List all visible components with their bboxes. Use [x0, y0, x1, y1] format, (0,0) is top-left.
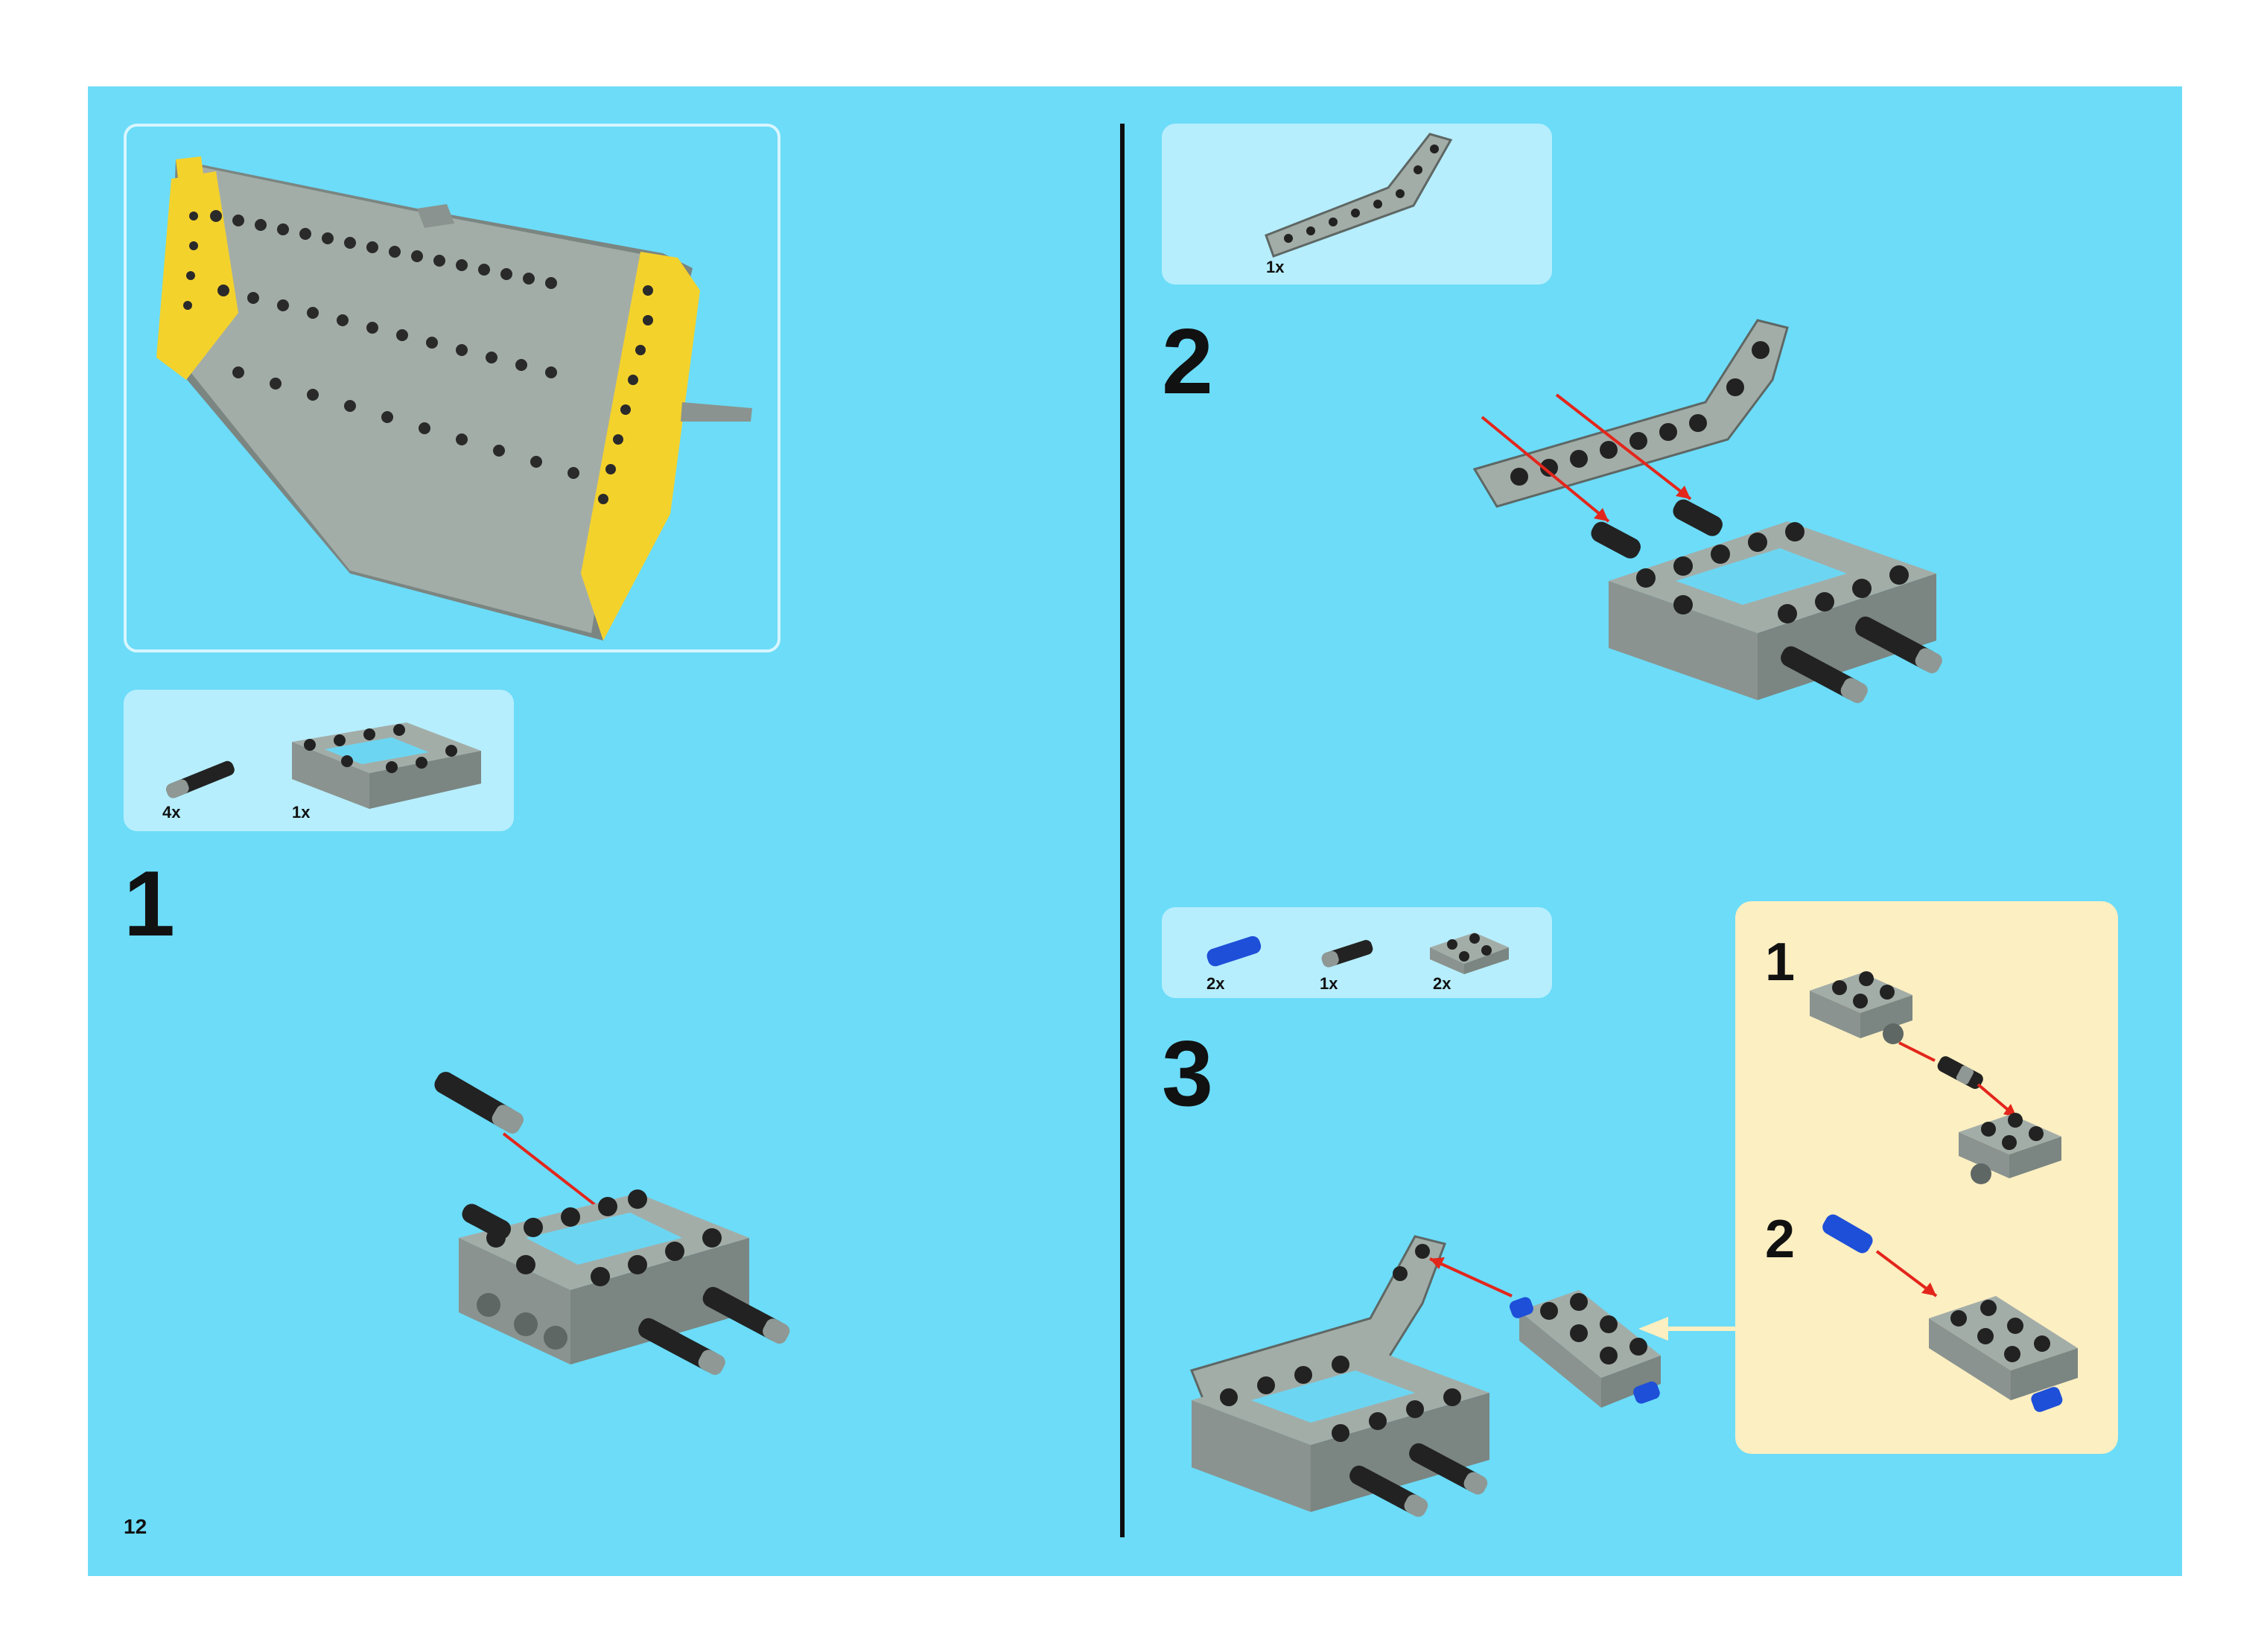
- bent-liftarm-part-icon: [1162, 124, 1552, 285]
- step-3-part-qty-1: 2x: [1206, 974, 1224, 994]
- step-2-illustration: [1460, 298, 1981, 730]
- overview-panel: [124, 124, 780, 652]
- step-1-illustration: [414, 1052, 831, 1439]
- step-1-number: 1: [124, 858, 175, 950]
- step-1-part-qty-1: 4x: [162, 803, 180, 822]
- step-3-parts-box: 2x 1x 2x: [1162, 907, 1552, 998]
- step-2-part-qty-1: 1x: [1266, 258, 1284, 277]
- step-2-number: 2: [1162, 316, 1213, 408]
- step-3-number: 3: [1162, 1028, 1213, 1120]
- bulldozer-blade-illustration: [127, 127, 783, 655]
- page-divider: [1120, 124, 1125, 1537]
- substep-2-illustration: [1735, 901, 2118, 1454]
- step-1-parts-box: 4x 1x: [124, 690, 514, 831]
- step-1-part-qty-2: 1x: [292, 803, 310, 822]
- step-3-illustration: [1177, 1207, 1713, 1519]
- page-number: 12: [124, 1515, 147, 1539]
- step-3-part-qty-3: 2x: [1433, 974, 1451, 994]
- step-2-parts-box: 1x: [1162, 124, 1552, 285]
- substep-panel: 1 2: [1735, 901, 2118, 1454]
- step-3-part-qty-2: 1x: [1320, 974, 1338, 994]
- technic-frame-part-icon: [124, 690, 514, 831]
